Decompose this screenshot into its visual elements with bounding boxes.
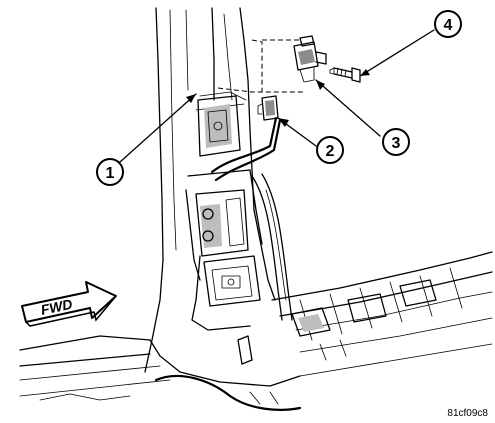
side-impact-sensor-3	[293, 35, 327, 83]
callout-2-label: 2	[326, 143, 335, 160]
callout-1: 1	[96, 158, 124, 186]
callout-4: 4	[434, 10, 462, 38]
seat-belt-webbing	[251, 173, 293, 321]
fwd-direction-arrow: FWD	[21, 281, 117, 327]
wiring-harness	[210, 39, 304, 182]
screw-4	[329, 67, 361, 83]
callout-3-label: 3	[392, 135, 401, 152]
leader-lines	[119, 29, 435, 163]
fwd-label: FWD	[39, 296, 74, 318]
connector-2	[257, 95, 279, 121]
callout-3: 3	[382, 128, 410, 156]
floor-pan	[19, 251, 493, 411]
figure-code: 81cf09c8	[447, 408, 488, 419]
callout-1-label: 1	[106, 165, 115, 182]
b-pillar	[144, 7, 276, 373]
callout-4-label: 4	[444, 17, 453, 34]
callout-2: 2	[316, 136, 344, 164]
